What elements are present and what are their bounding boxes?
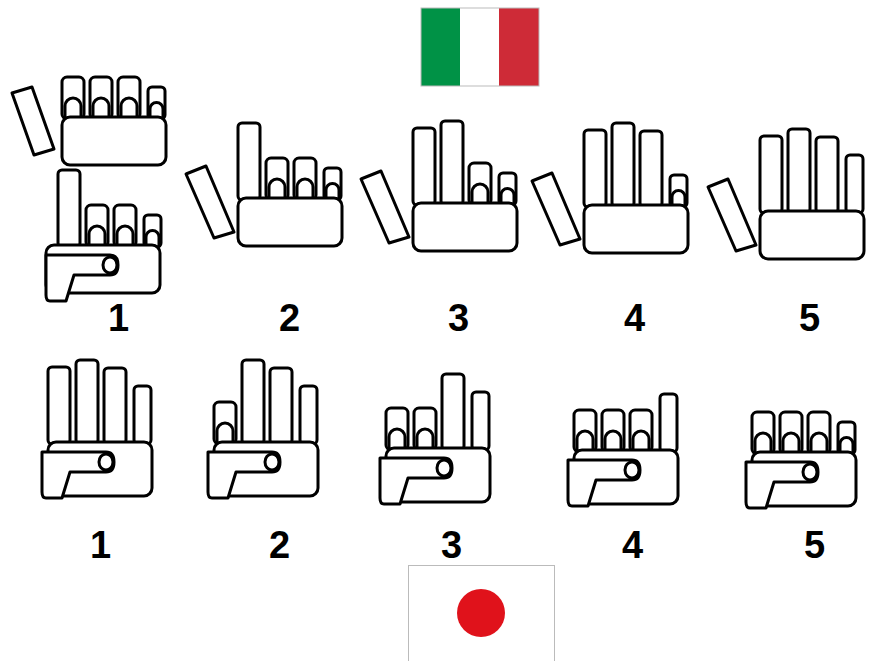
count-number: 2	[279, 299, 300, 337]
hand	[380, 374, 490, 504]
count-number: 1	[90, 526, 111, 564]
italian-flag	[421, 8, 539, 86]
count-number: 3	[441, 526, 462, 564]
hand	[46, 170, 161, 301]
hand	[568, 394, 678, 506]
hand	[746, 412, 856, 508]
hand	[361, 121, 517, 251]
hand	[208, 360, 318, 498]
count-number: 3	[448, 299, 469, 337]
japanese-flag	[409, 566, 555, 661]
count-number: 4	[624, 299, 645, 337]
hand	[12, 77, 166, 165]
count-number: 4	[622, 526, 643, 564]
count-number: 5	[804, 526, 825, 564]
hand	[532, 123, 688, 253]
hand	[42, 360, 152, 498]
hand	[186, 123, 342, 246]
count-number: 1	[108, 299, 129, 337]
count-number: 5	[799, 299, 820, 337]
count-number: 2	[269, 526, 290, 564]
hand	[708, 129, 864, 259]
